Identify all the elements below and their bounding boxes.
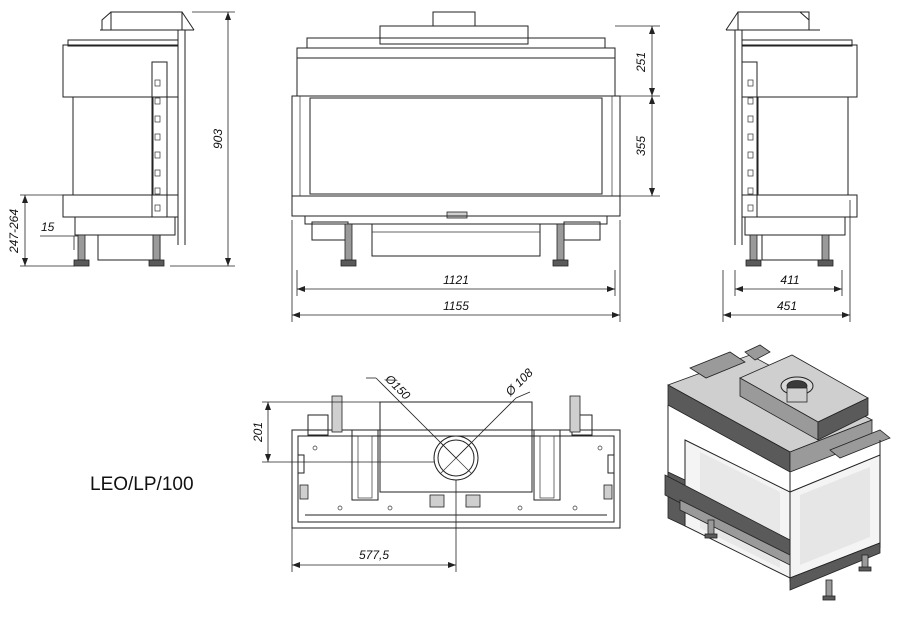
dim-side-leg-range: 247-264 bbox=[7, 209, 21, 254]
front-view: 251 355 1121 1155 bbox=[291, 11, 660, 322]
model-label: LEO/LP/100 bbox=[90, 474, 194, 495]
left-side-view: 903 247-264 15 bbox=[7, 11, 235, 267]
dim-front-top-section: 251 bbox=[634, 52, 648, 73]
dim-right-inner-depth: 411 bbox=[780, 273, 799, 287]
dim-right-outer-depth: 451 bbox=[777, 299, 797, 313]
dim-front-glass-height: 355 bbox=[634, 136, 648, 156]
dim-top-inlet-diameter: Ø 108 bbox=[502, 365, 536, 399]
dim-side-total-height: 903 bbox=[211, 129, 225, 149]
right-side-view: 411 451 bbox=[722, 11, 858, 322]
dim-side-leg-offset: 15 bbox=[41, 220, 55, 234]
isometric-view bbox=[664, 344, 891, 601]
dim-top-depth-offset: 201 bbox=[251, 422, 265, 443]
dim-top-center-offset: 577,5 bbox=[359, 548, 389, 562]
top-view: Ø150 Ø 108 201 577,5 bbox=[251, 365, 621, 572]
dim-front-inner-width: 1121 bbox=[443, 273, 469, 287]
dim-top-outlet-diameter: Ø150 bbox=[382, 371, 414, 403]
dim-front-outer-width: 1155 bbox=[443, 299, 469, 313]
